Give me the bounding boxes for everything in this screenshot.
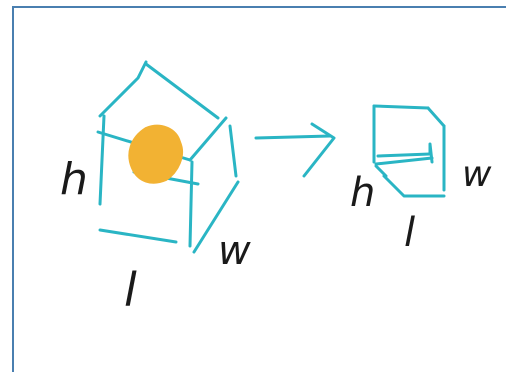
- small-box-height-label: h: [350, 170, 375, 216]
- large-box-edge: [144, 62, 220, 120]
- large-box-edge: [98, 114, 106, 206]
- canvas-left-border: [12, 6, 14, 372]
- large-box-height-label: h: [60, 154, 88, 205]
- transform-arrow: [254, 122, 336, 178]
- arrow-shaft: [254, 134, 332, 140]
- small-box-edge: [374, 164, 388, 178]
- large-box-width-label: w: [218, 228, 251, 274]
- small-box-edge: [372, 104, 430, 110]
- canvas-top-border: [12, 6, 506, 8]
- large-box-length-label: l: [124, 263, 137, 317]
- small-box-edge: [428, 142, 434, 164]
- small-box-edge: [426, 106, 446, 128]
- small-box-length-label: l: [404, 210, 415, 256]
- large-box-edge: [188, 160, 194, 248]
- large-box-edge: [98, 228, 178, 244]
- large-box-edge: [192, 180, 240, 254]
- small-box: [372, 104, 446, 198]
- arrow-head: [302, 122, 336, 178]
- large-box-edge: [98, 60, 148, 118]
- small-box-edge: [376, 152, 432, 158]
- large-box-edge: [228, 124, 238, 178]
- large-box-edge: [188, 116, 228, 162]
- orange-blob: [128, 124, 184, 184]
- small-box-edge: [374, 156, 434, 166]
- small-box-width-label: w: [462, 154, 492, 195]
- small-box-edge: [382, 174, 446, 198]
